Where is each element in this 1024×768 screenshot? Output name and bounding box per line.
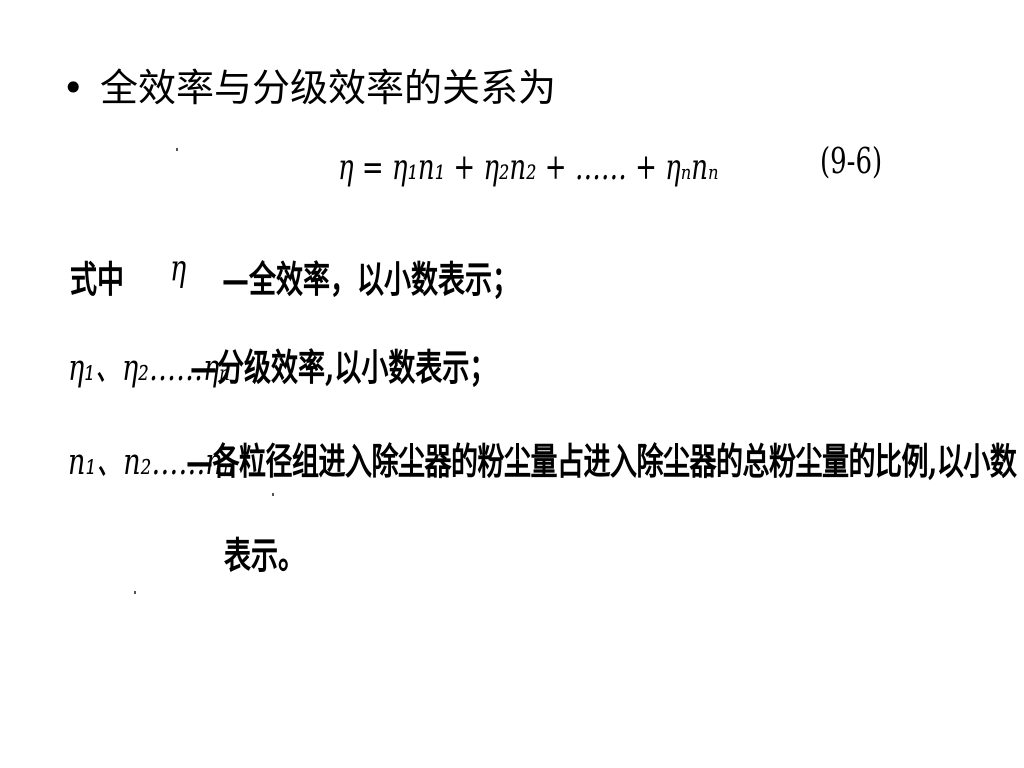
scan-artifact-mark bbox=[176, 148, 178, 151]
scan-artifact-mark bbox=[134, 591, 136, 594]
bullet-icon: • bbox=[62, 66, 85, 110]
scan-artifact-mark bbox=[272, 493, 274, 496]
bullet-text: 全效率与分级效率的关系为 bbox=[100, 66, 557, 110]
definition-symbol-grade-efficiency: η₁、η₂……ηₙ bbox=[68, 347, 231, 390]
definition-symbol-mass-fraction: n₁、n₂……nₙ bbox=[68, 441, 234, 484]
equation-formula: η = η₁n₁ + η₂n₂ + …… + ηₙnₙ bbox=[338, 148, 719, 189]
bullet-point: • 全效率与分级效率的关系为 bbox=[62, 62, 556, 114]
definition-symbol-total-efficiency: η bbox=[170, 248, 187, 290]
definition-total-efficiency: —全效率，以小数表示； bbox=[222, 259, 519, 302]
definition-grade-efficiency: —分级效率,以小数表示； bbox=[190, 347, 497, 390]
definitions-intro: 式中 bbox=[70, 259, 124, 302]
equation-number: (9-6) bbox=[820, 142, 883, 183]
definition-mass-fraction: —各粒径组进入除尘器的粉尘量占进入除尘器的总粉尘量的比例,以小数 bbox=[186, 441, 1017, 484]
definition-mass-fraction-continuation: 表示。 bbox=[224, 535, 305, 578]
